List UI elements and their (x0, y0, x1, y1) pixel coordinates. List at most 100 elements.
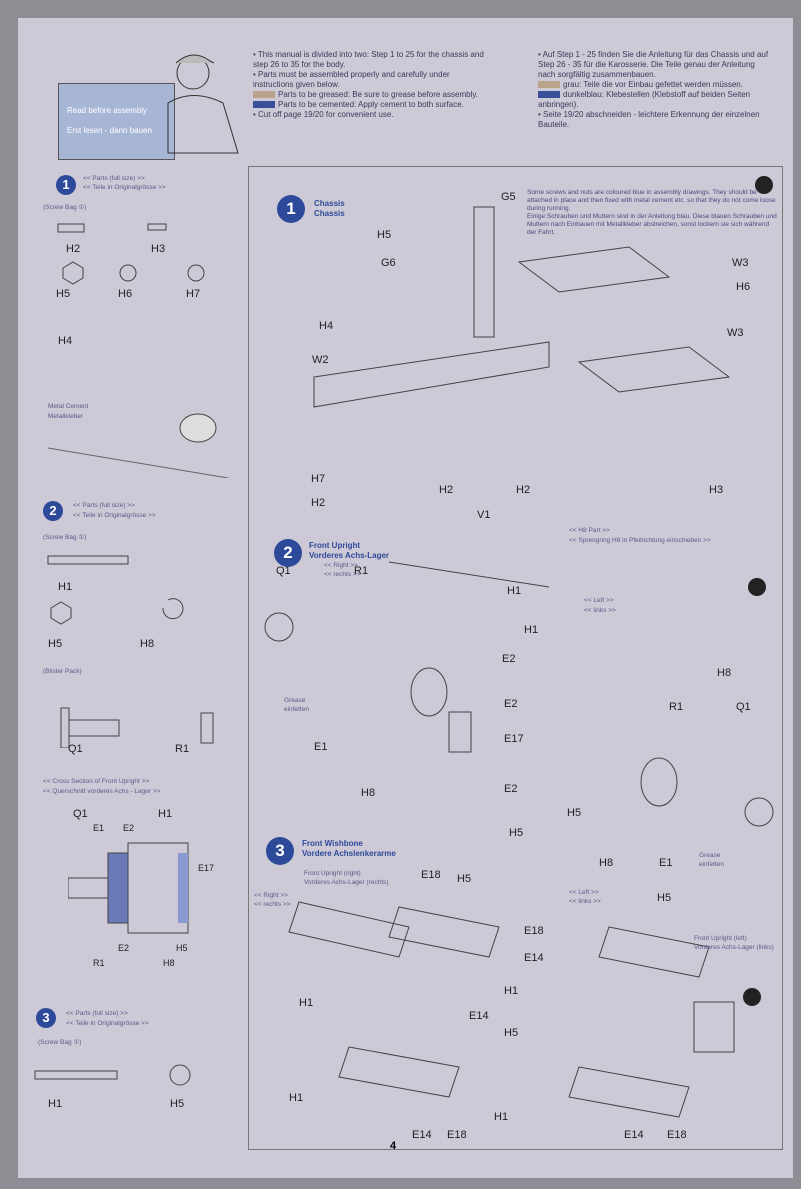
h8-note-de: << Sprengring H8 in Pfeilrichtung einsch… (569, 537, 711, 544)
intro-en-2: • Parts must be assembled properly and c… (253, 70, 450, 89)
cross-section-drawing (68, 842, 189, 934)
steps-panel: 1 Chassis Chassis Some screws and nuts a… (248, 166, 783, 1150)
intro-de: • Auf Step 1 - 25 finden Sie die Anleitu… (538, 50, 773, 130)
part-callout: R1 (354, 565, 369, 577)
part-callout: E2 (504, 783, 518, 795)
grease-swatch-de (538, 81, 560, 89)
mechanic-illustration (167, 54, 239, 154)
part-callout: H1 (524, 624, 539, 636)
intro-en-1: • This manual is divided into two: Step … (253, 50, 484, 69)
part-label: H7 (186, 288, 201, 300)
part-callout: H5 (657, 892, 672, 904)
step-3-title: Front Wishbone (302, 839, 363, 848)
part-callout: H1 (504, 985, 519, 997)
intro-de-3: dunkelblau: Klebestellen (Klebstoff auf … (538, 90, 751, 109)
part-callout: W3 (732, 257, 749, 269)
parts-1-number: 1 (56, 175, 76, 195)
part-label: H8 (140, 638, 155, 650)
manual-page: Read before assembly Erst lesen - dann b… (18, 18, 793, 1178)
part-callout: Q1 (276, 565, 291, 577)
part-callout: E18 (667, 1129, 687, 1141)
section-label: Q1 (73, 808, 88, 820)
section-label: E17 (198, 863, 215, 873)
part-label: R1 (175, 743, 190, 755)
intro-de-4: • Seite 19/20 abschneiden - leichtere Er… (538, 110, 760, 129)
intro-en-5: • Cut off page 19/20 for convenient use. (253, 110, 394, 119)
part-callout: W2 (312, 354, 329, 366)
blister-pack-label: (Blister Pack) (43, 668, 82, 675)
part-callout: H7 (311, 473, 326, 485)
front-upright-right-de: Vorderes Achs-Lager (rechts) (304, 879, 389, 886)
section-label: H5 (176, 943, 188, 953)
right-label: << Right >> (254, 892, 288, 899)
grease-swatch (253, 91, 275, 99)
grease-label-de: einfetten (284, 706, 309, 713)
cross-section-title-de: << Querschnitt vorderes Achs - Lager >> (43, 788, 161, 795)
read-before-assembly-sign: Read before assembly Erst lesen - dann b… (58, 83, 175, 160)
part-callout: H6 (736, 281, 751, 293)
parts-2-title-de: << Teile in Originalgrösse >> (73, 512, 156, 519)
part-label: H6 (118, 288, 133, 300)
left-label-de: << links >> (569, 898, 601, 905)
parts-3-number: 3 (36, 1008, 56, 1028)
part-callout: H8 (599, 857, 614, 869)
step-2-title-de: Vorderes Achs-Lager (309, 551, 390, 560)
part-label: H5 (56, 288, 71, 300)
part-callout: E2 (502, 653, 516, 665)
metal-cement-label: Metal Cement (48, 403, 89, 410)
part-callout: E17 (504, 733, 524, 745)
section-label: R1 (93, 958, 105, 968)
cross-section-title: << Cross Section of Front Upright >> (43, 778, 150, 785)
right-label-de: << rechts >> (324, 571, 361, 578)
left-label: << Left >> (584, 597, 614, 604)
part-callout: E14 (624, 1129, 644, 1141)
section-label: H8 (163, 958, 175, 968)
step-3-number: 3 (266, 837, 294, 865)
part-label: H5 (48, 638, 63, 650)
binder-hole (748, 578, 766, 596)
part-callout: G5 (501, 191, 516, 203)
part-label: H2 (66, 243, 81, 255)
part-callout: E14 (412, 1129, 432, 1141)
cement-swatch (253, 101, 275, 109)
part-label: Q1 (68, 743, 83, 755)
grease-label-de: einfetten (699, 861, 724, 868)
part-callout: H1 (289, 1092, 304, 1104)
part-callout: E18 (421, 869, 441, 881)
front-upright-right: Front Upright (right) (304, 870, 361, 877)
cement-swatch-de (538, 91, 560, 99)
part-callout: G6 (381, 257, 396, 269)
parts-3-bag: (Screw Bag ①) (38, 1039, 82, 1046)
part-callout: H1 (299, 997, 314, 1009)
parts-2-bag: (Screw Bag ①) (43, 534, 87, 541)
right-label: << Right >> (324, 562, 358, 569)
binder-hole (743, 988, 761, 1006)
part-callout: H3 (709, 484, 724, 496)
part-callout: H2 (311, 497, 326, 509)
part-callout: E1 (314, 741, 328, 753)
part-label: H3 (151, 243, 166, 255)
part-callout: E2 (504, 698, 518, 710)
intro-de-1: • Auf Step 1 - 25 finden Sie die Anleitu… (538, 50, 769, 79)
part-callout: H2 (439, 484, 454, 496)
binder-hole (755, 176, 773, 194)
part-callout: V1 (477, 509, 491, 521)
parts-2-drawings (47, 555, 214, 748)
grease-label: Grease (284, 697, 306, 704)
screw-parts-drawings (48, 223, 229, 478)
part-callout: H5 (567, 807, 582, 819)
parts-2-title: << Parts (full size) >> (73, 502, 135, 509)
part-callout: H5 (457, 873, 472, 885)
part-callout: H5 (504, 1027, 519, 1039)
intro-de-2: grau: Teile die vor Einbau gefettet werd… (563, 80, 743, 89)
front-upright-left-de: Vorderes Achs-Lager (links) (694, 944, 774, 951)
left-label: << Left >> (569, 889, 599, 896)
step-1-number: 1 (277, 195, 305, 223)
part-callout: H4 (319, 320, 334, 332)
part-callout: H2 (516, 484, 531, 496)
intro-en: • This manual is divided into two: Step … (253, 50, 488, 120)
part-label: H4 (58, 335, 73, 347)
part-callout: E1 (659, 857, 673, 869)
parts-1-title: << Parts (full size) >> (83, 175, 145, 182)
h8-note: << H8 Part >> (569, 527, 610, 534)
